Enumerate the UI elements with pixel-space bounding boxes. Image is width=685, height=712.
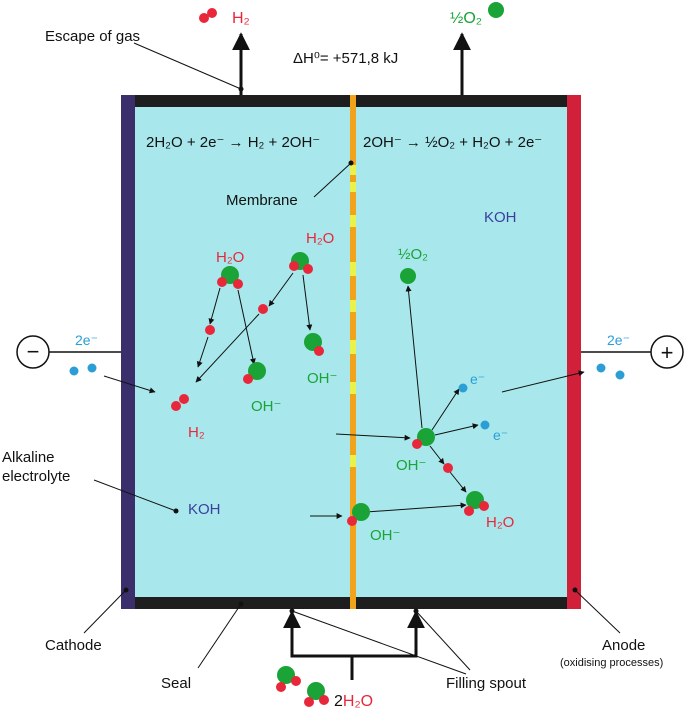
electrons-left: [69, 363, 97, 376]
anode-pointer: [574, 589, 621, 634]
anode-equation: 2OH⁻ → ½O₂ + H₂O + 2e⁻: [363, 134, 542, 151]
h-atom-1: [205, 325, 215, 335]
oh-label-1: OH⁻: [307, 370, 337, 387]
membrane-pointer: [313, 162, 352, 198]
oh-ion-1: [304, 333, 324, 356]
electron-anode-1: [458, 383, 468, 393]
positive-terminal-sign: +: [661, 340, 674, 365]
filling-pointer-1: [291, 610, 467, 675]
alkaline-label-line1: Alkaline: [2, 449, 55, 466]
koh-label-left: KOH: [188, 501, 221, 518]
membrane-label: Membrane: [226, 192, 298, 209]
h-atom-2: [258, 304, 268, 314]
positive-terminal[interactable]: [650, 335, 684, 369]
h2-gas-label: H₂: [232, 10, 250, 27]
electrons-right: [596, 363, 625, 380]
o2-molecule-anode: [400, 268, 416, 284]
h2o-molecule-anode: [464, 491, 489, 516]
koh-label-right: KOH: [484, 209, 517, 226]
h2o-label-2: H₂O: [306, 230, 334, 247]
oh-label-4: OH⁻: [370, 527, 400, 544]
anode-sublabel: (oxidising processes): [560, 657, 663, 669]
negative-terminal[interactable]: [16, 335, 50, 369]
half-o2-label: ½O₂: [398, 246, 428, 263]
cathode-label: Cathode: [45, 637, 102, 654]
h2-molecule-cathode: [171, 394, 189, 411]
h2o-label-anode: H₂O: [486, 514, 514, 531]
h2-gas-molecule: [199, 8, 217, 23]
negative-terminal-sign: −: [27, 339, 40, 364]
oh-label-3: OH⁻: [396, 457, 426, 474]
filling-spout-pipe: [290, 614, 418, 680]
electron-anode-2: [480, 420, 490, 430]
enthalpy-label: ΔH⁰= +571,8 kJ: [293, 50, 398, 67]
oh-transfer-arrow-1: [335, 433, 411, 441]
o2-gas-label: ½O₂: [450, 10, 482, 27]
cathode-pointer: [83, 589, 127, 634]
oh-ion-2: [243, 362, 266, 384]
alkaline-pointer: [93, 479, 177, 512]
anode-arrows: [365, 285, 585, 513]
h2-label-cathode: H₂: [188, 424, 205, 441]
oh-ion-3: [412, 428, 435, 449]
cathode-electrode: [121, 95, 135, 609]
anode-electrode: [567, 95, 581, 609]
escape-gas-label: Escape of gas: [45, 28, 140, 45]
two-electrons-left: 2e⁻: [75, 332, 98, 348]
cathode-arrows: [195, 272, 313, 383]
two-electrons-right: 2e⁻: [607, 332, 630, 348]
h2o-label-1: H₂O: [216, 249, 244, 266]
inflow-water-label: 2H₂O: [334, 693, 373, 710]
seal-label: Seal: [161, 675, 191, 692]
cathode-equation: 2H₂O + 2e⁻ → H₂ + 2OH⁻: [146, 134, 320, 151]
inflow-water-molecules: [276, 666, 329, 707]
membrane-windows: [350, 165, 356, 467]
h2o-molecule-1: [217, 266, 243, 289]
oh-label-2: OH⁻: [251, 398, 281, 415]
h2o-molecule-2: [289, 252, 313, 274]
filling-spout-label: Filling spout: [446, 675, 527, 692]
electron-label-1: e⁻: [470, 371, 485, 387]
escape-gas-pointer: [133, 42, 242, 90]
seal-pointer: [197, 603, 242, 669]
filling-pointer-2: [415, 610, 471, 671]
o2-gas-molecule: [488, 2, 504, 18]
oh-ion-4: [347, 503, 370, 526]
anode-label: Anode: [602, 637, 645, 654]
electron-label-2: e⁻: [493, 427, 508, 443]
alkaline-label-line2: electrolyte: [2, 468, 70, 485]
electron-arrow-left: [103, 375, 156, 394]
h-ion-anode: [443, 463, 453, 473]
